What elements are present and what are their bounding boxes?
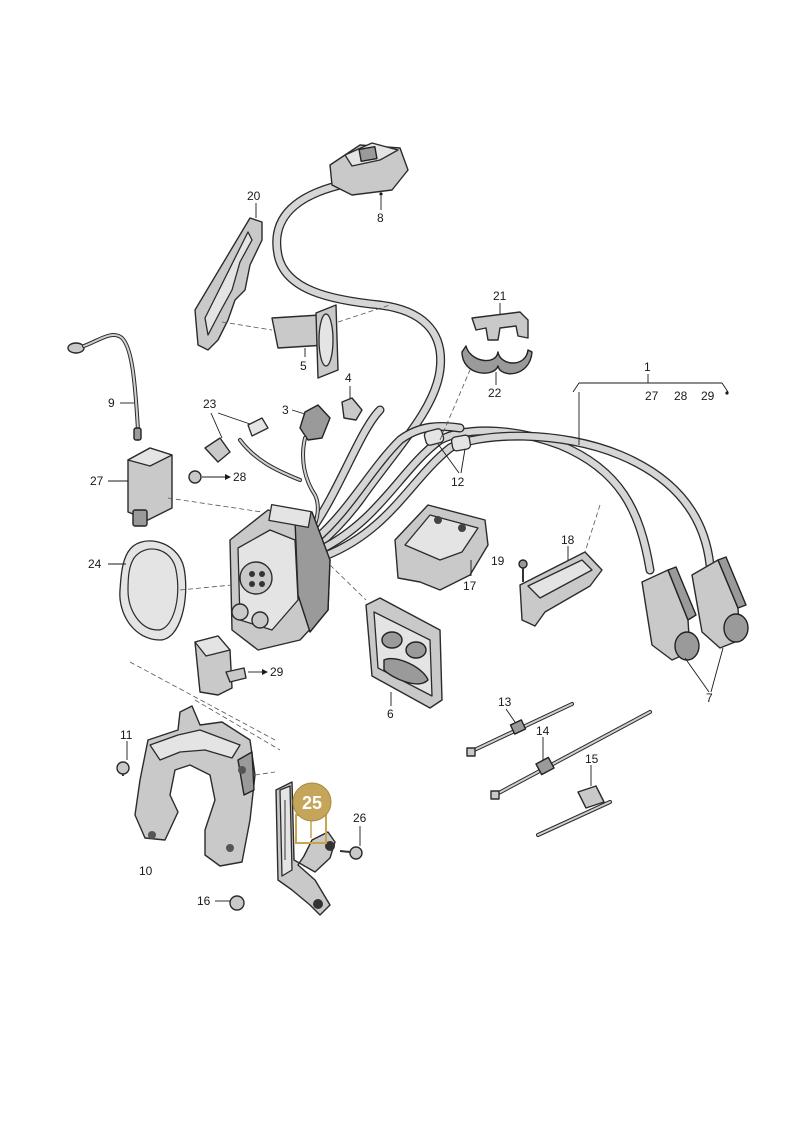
control-module: [108, 447, 173, 527]
highlight-badge-25[interactable]: 25: [292, 782, 332, 822]
bracket-18: [519, 504, 603, 627]
cable-tie-14: [490, 710, 652, 800]
label-1: 1: [644, 360, 651, 374]
grommet: [221, 304, 391, 379]
label-11: 11: [120, 728, 133, 742]
highlight-badge-label: 25: [302, 793, 322, 813]
socket-cover: [329, 564, 443, 709]
wire-clip-lower: [461, 345, 533, 385]
label-17: 17: [463, 579, 477, 593]
label-26: 26: [353, 811, 367, 825]
bracket-25: [275, 781, 336, 916]
screw-11: [116, 741, 130, 776]
screw-19: [518, 559, 528, 582]
sensor-3: [291, 404, 331, 532]
label-24: 24: [88, 557, 102, 571]
gasket-plate: [194, 203, 263, 351]
label-28-kit: 28: [674, 389, 688, 403]
connector-plug-top: [329, 142, 409, 210]
label-3: 3: [282, 403, 289, 417]
label-10: 10: [139, 864, 153, 878]
label-8: 8: [377, 211, 384, 225]
label-13: 13: [498, 695, 512, 709]
screw-28: [188, 470, 231, 484]
cable-tie-13: [466, 702, 574, 757]
label-18: 18: [561, 533, 575, 547]
sensor-23: [204, 412, 302, 482]
cable-tie-15: [536, 765, 612, 837]
label-5: 5: [300, 359, 307, 373]
connector-7: [641, 556, 749, 693]
seal-ring: [108, 540, 187, 641]
label-29: 29: [270, 665, 284, 679]
label-4: 4: [345, 371, 352, 385]
label-12: 12: [451, 475, 465, 489]
main-wiring-harness: [272, 180, 715, 575]
label-16: 16: [197, 894, 211, 908]
label-6: 6: [387, 707, 394, 721]
mounting-bracket-10: [129, 661, 281, 867]
leader-12: [437, 369, 471, 474]
screw-16: [215, 895, 245, 911]
label-23: 23: [203, 397, 217, 411]
clip-4: [341, 386, 363, 421]
label-29-kit: 29: [701, 389, 715, 403]
cover-29: [194, 635, 268, 696]
label-27: 27: [90, 474, 104, 488]
kit-1-bracket: [572, 374, 729, 445]
charging-socket: [167, 497, 331, 651]
label-14: 14: [536, 724, 550, 738]
ground-cable: [67, 333, 142, 441]
bracket-17: [394, 504, 489, 591]
label-9: 9: [108, 396, 115, 410]
callout-labels: 1 27 28 29 3 4 5 6 7 8 9 10 11 12 13 14 …: [88, 189, 715, 908]
screw-26: [339, 826, 363, 860]
label-19: 19: [491, 554, 505, 568]
label-22: 22: [488, 386, 502, 400]
label-20: 20: [247, 189, 261, 203]
label-28: 28: [233, 470, 247, 484]
label-15: 15: [585, 752, 599, 766]
label-7: 7: [706, 691, 713, 705]
label-27-kit: 27: [645, 389, 659, 403]
label-21: 21: [493, 289, 507, 303]
wire-clip-upper: [471, 303, 529, 341]
